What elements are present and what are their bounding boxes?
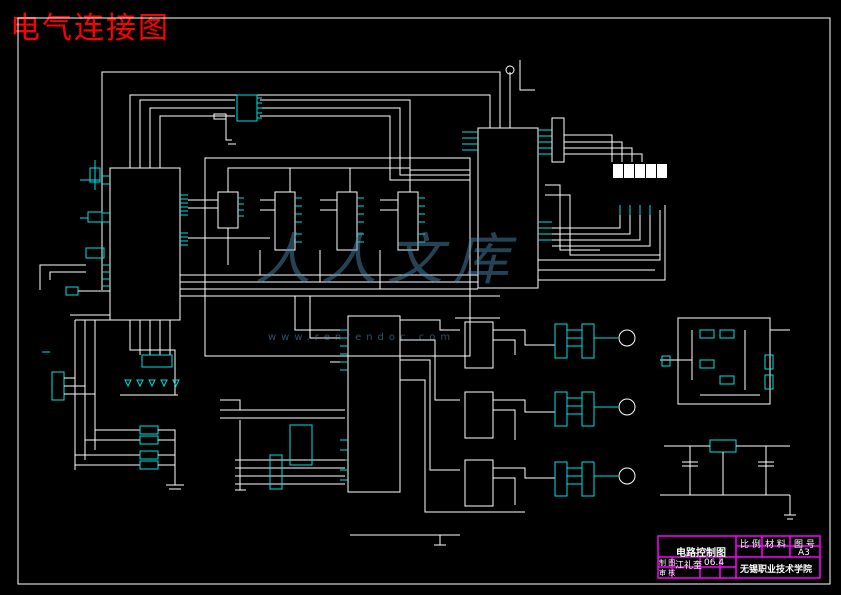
scale-label: 比 例 (740, 540, 761, 550)
mcu-left-peripherals (39, 160, 110, 296)
left-connector (42, 351, 95, 401)
seven-segment-displays (613, 164, 667, 178)
stepper-driver-2 (464, 391, 636, 440)
transistor-circuit (660, 317, 790, 405)
drawing-no-label: 图 号 (794, 540, 815, 550)
mcu-main (102, 167, 188, 321)
led-array (124, 354, 180, 388)
right-fanout (538, 184, 666, 281)
sheet-size: A3 (798, 548, 810, 558)
title-block-frame (657, 535, 821, 579)
top-bus-wires (101, 60, 535, 290)
data-bus (180, 250, 500, 297)
top-regulator (195, 65, 515, 145)
drawing-date: 06.4 (704, 558, 725, 568)
drawing-border (17, 17, 831, 585)
latch-ic-row (188, 157, 471, 357)
keypad-wiring (220, 399, 345, 491)
drawer-label: 制 图 (659, 559, 676, 567)
material-label: 材 料 (765, 540, 786, 550)
title-block: 电路控制图 比 例 材 料 图 号 A3 制 图 江礼奎 06.4 审 核 无锡… (658, 536, 820, 578)
watermark-logo: 人人文库 (255, 228, 519, 293)
drawer-name: 江礼奎 (675, 561, 703, 571)
stepper-driver-3 (464, 459, 636, 507)
drawing-name: 电路控制图 (676, 548, 726, 559)
school-name: 无锡职业技术学院 (740, 565, 813, 575)
button-switches (75, 425, 184, 490)
watermark-url: www.renrendoc.com (268, 332, 456, 343)
stepper-driver-1 (455, 317, 636, 369)
reviewer-label: 审 核 (659, 569, 676, 577)
motor-controller-ic (205, 296, 525, 546)
voltage-regulator-circuit (660, 439, 796, 520)
left-bus (70, 314, 180, 470)
right-controller-ic (462, 117, 643, 289)
